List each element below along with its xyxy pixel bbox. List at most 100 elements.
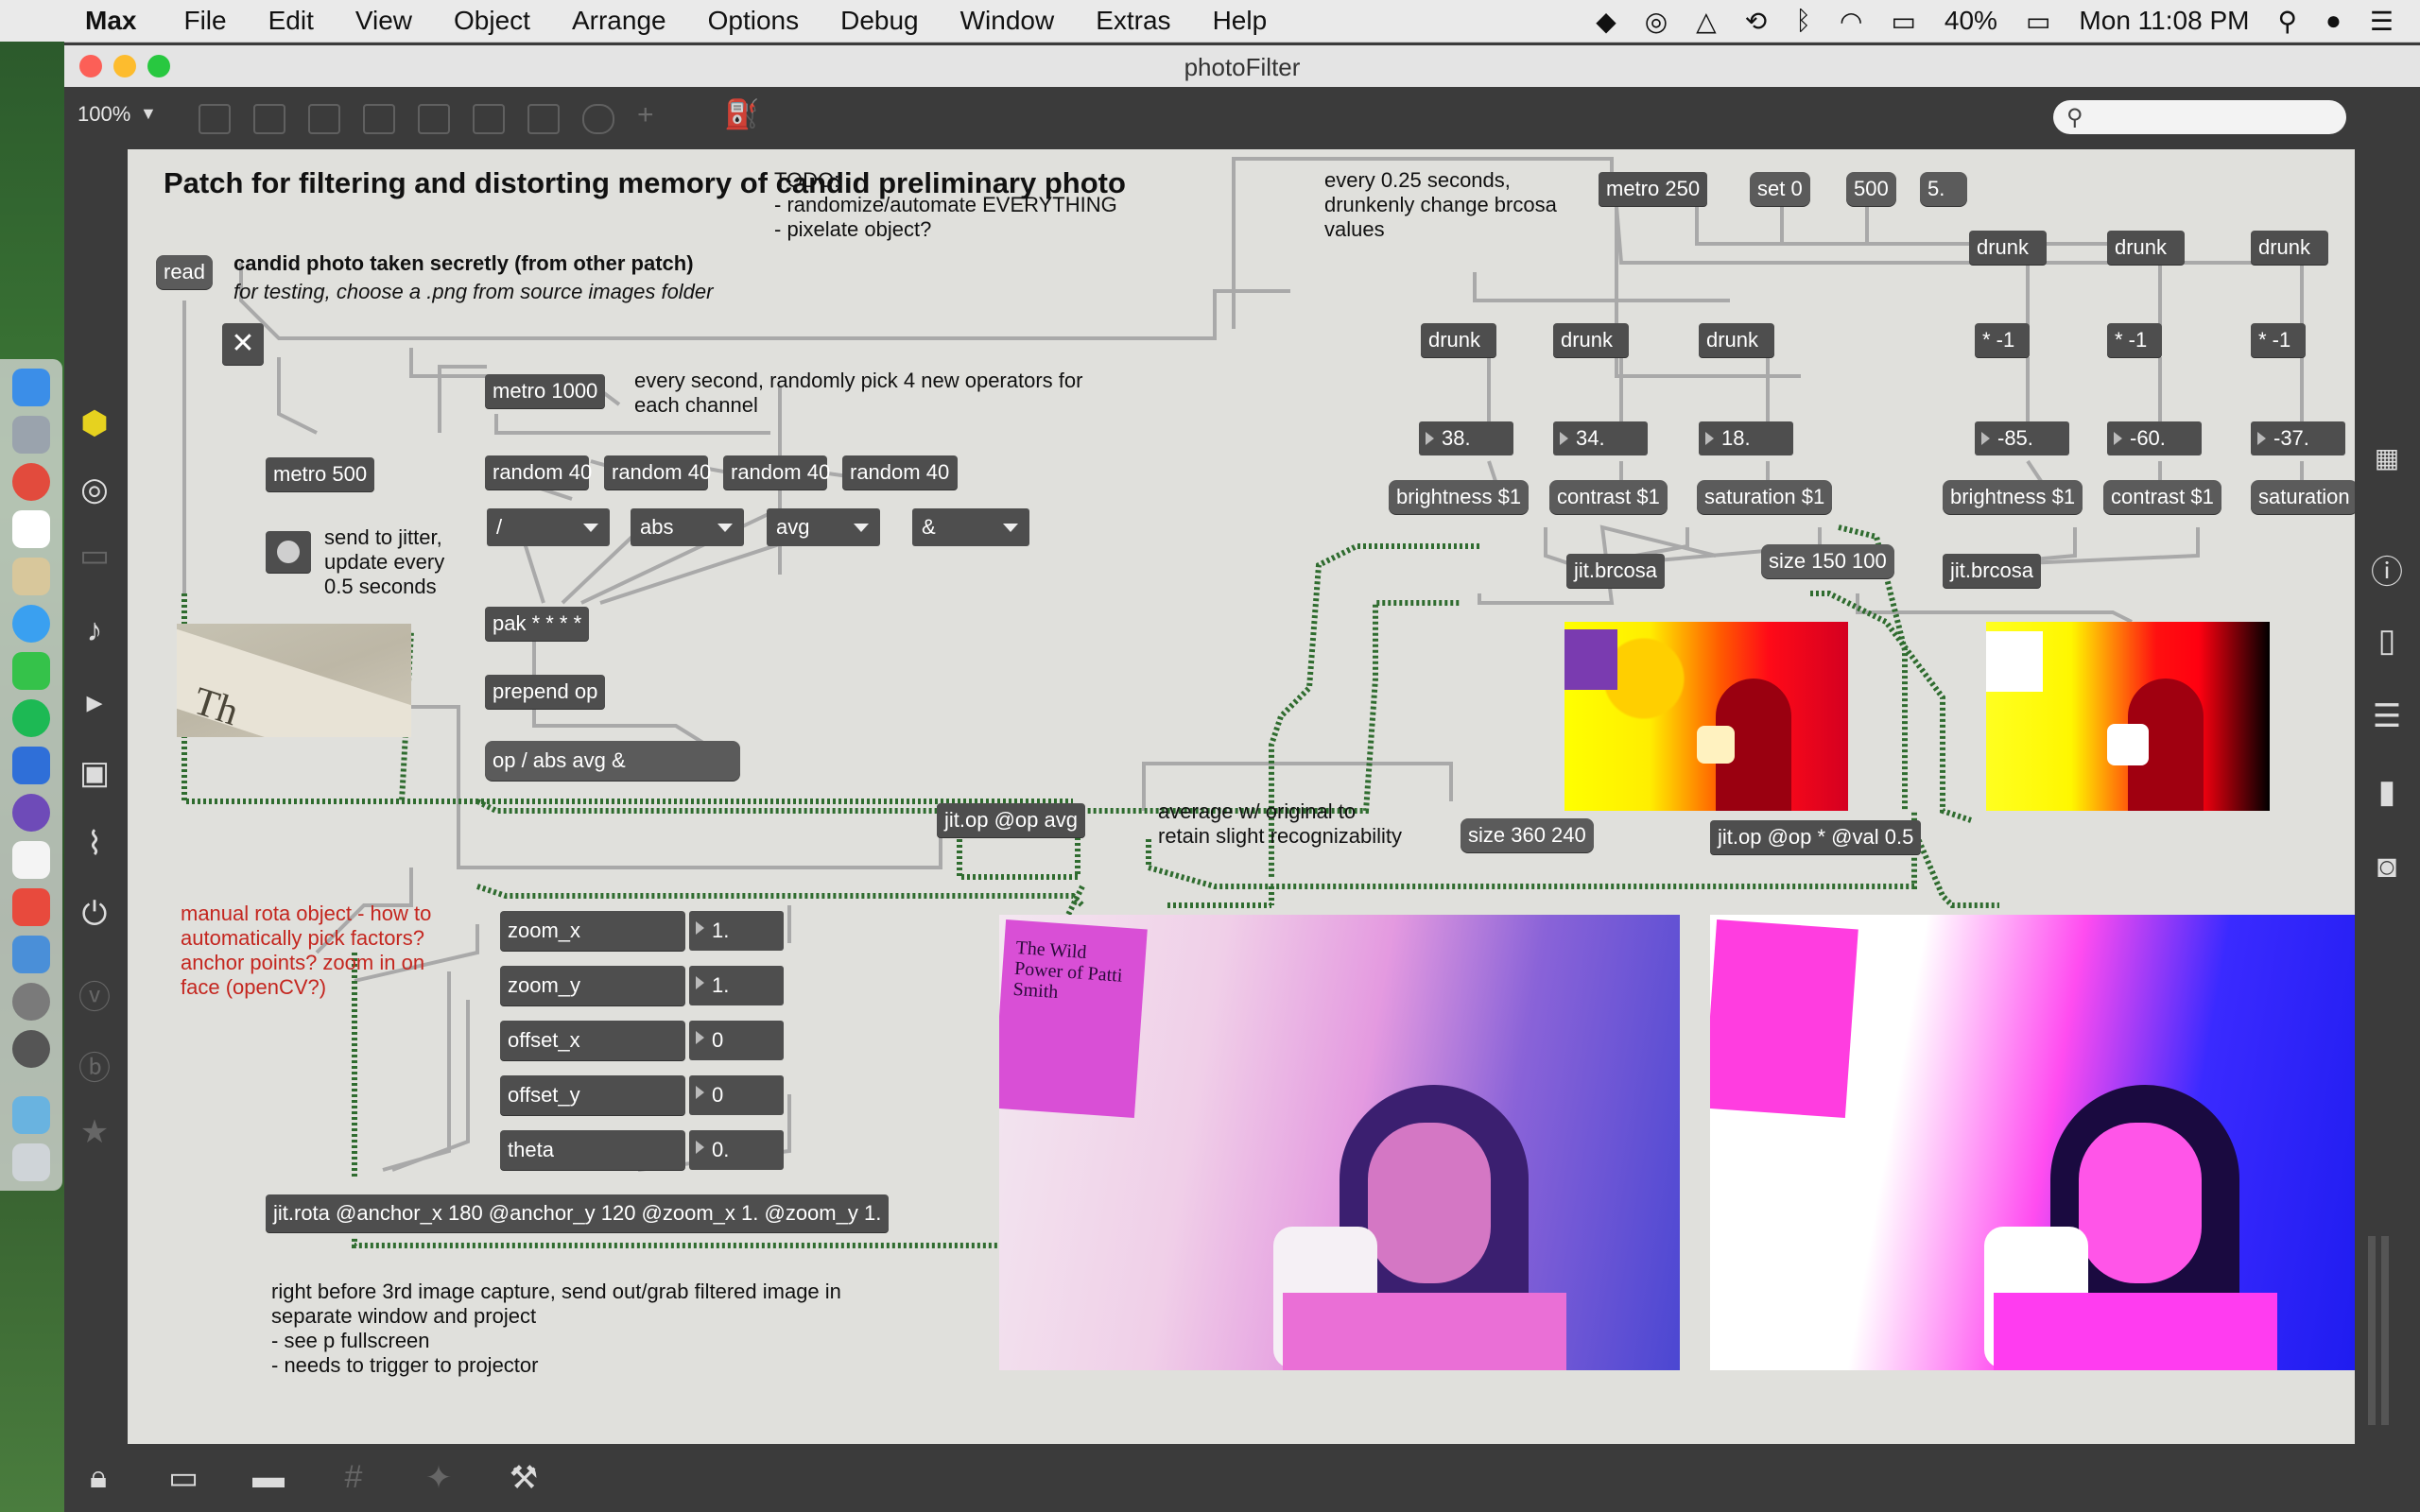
saturation-number-1[interactable]: 18. [1699, 421, 1793, 455]
jit-op-val[interactable]: jit.op @op * @val 0.5 [1710, 820, 1922, 854]
contrast-number-2[interactable]: -60. [2107, 421, 2202, 455]
theta-number[interactable]: 0. [689, 1130, 784, 1170]
info-icon[interactable]: ⓘ [2371, 555, 2403, 591]
operator-menu-1[interactable]: / [487, 508, 610, 546]
menu-window[interactable]: Window [959, 6, 1055, 35]
new-message-icon[interactable] [253, 104, 285, 134]
grid-icon[interactable]: ▦ [2374, 443, 2400, 472]
menu-arrange[interactable]: Arrange [571, 6, 666, 35]
camera-icon[interactable]: ◙ [2377, 849, 2397, 885]
cube-icon[interactable]: ⬢ [80, 405, 109, 441]
saturation-message-1[interactable]: saturation $1 [1697, 480, 1833, 514]
menu-file[interactable]: File [183, 6, 227, 35]
textedit-icon[interactable] [12, 841, 50, 879]
system-preferences-icon[interactable] [12, 983, 50, 1021]
media-icon[interactable]: ▸ [86, 684, 103, 720]
search-field[interactable]: ⚲ [2053, 100, 2346, 134]
presentation-icon[interactable]: ▭ [78, 538, 111, 574]
random-40-1[interactable]: random 40 [485, 455, 592, 490]
operator-menu-3[interactable]: avg [767, 508, 880, 546]
operator-menu-2[interactable]: abs [631, 508, 744, 546]
contrast-number-1[interactable]: 34. [1553, 421, 1648, 455]
size-150-100-message[interactable]: size 150 100 [1761, 544, 1894, 578]
v-icon[interactable]: ⓥ [78, 980, 111, 1016]
lock-icon[interactable]: 🔒︎ [89, 1459, 108, 1495]
messages-icon[interactable] [12, 605, 50, 643]
patcher-canvas[interactable]: Patch for filtering and distorting memor… [128, 149, 2355, 1444]
random-40-2[interactable]: random 40 [604, 455, 711, 490]
xcode-icon[interactable] [12, 747, 50, 784]
drunk-4[interactable]: drunk [1969, 231, 2047, 265]
image-icon[interactable]: ▣ [78, 755, 111, 791]
set-0-message[interactable]: set 0 [1750, 172, 1810, 206]
new-button-icon[interactable] [363, 104, 395, 134]
new-slider-icon[interactable] [527, 104, 560, 134]
max-icon[interactable] [12, 1030, 50, 1068]
size-360-240-message[interactable]: size 360 240 [1461, 818, 1594, 852]
500-message[interactable]: 500 [1846, 172, 1896, 206]
music-note-icon[interactable]: ♪ [86, 612, 103, 648]
offset-y-number[interactable]: 0 [689, 1075, 784, 1115]
list-icon[interactable]: ☰ [2372, 698, 2402, 734]
mult-neg1-2[interactable]: * -1 [2107, 323, 2162, 357]
drive-icon[interactable]: △ [1696, 6, 1717, 36]
plug-icon[interactable]: ⏻ [81, 896, 108, 932]
toggle[interactable] [266, 531, 311, 573]
jit-op-avg[interactable]: jit.op @op avg [937, 803, 1085, 837]
drunk-6[interactable]: drunk [2251, 231, 2328, 265]
zoom-window-button[interactable] [147, 55, 170, 77]
menu-view[interactable]: View [354, 6, 413, 35]
read-message[interactable]: read [156, 255, 214, 289]
5-message[interactable]: 5. [1920, 172, 1967, 206]
jit-brcosa-2[interactable]: jit.brcosa [1943, 554, 2042, 588]
new-toggle-icon[interactable] [418, 104, 450, 134]
random-40-3[interactable]: random 40 [723, 455, 830, 490]
new-dial-icon[interactable] [582, 104, 614, 134]
menu-extras[interactable]: Extras [1096, 6, 1171, 35]
menu-debug[interactable]: Debug [840, 6, 919, 35]
b-icon[interactable]: ⓑ [78, 1051, 111, 1087]
add-object-icon[interactable]: + [637, 99, 654, 130]
time-machine-icon[interactable]: ⟲ [1744, 6, 1768, 36]
snap-icon[interactable]: ✦ [424, 1460, 453, 1496]
app-store-icon[interactable] [12, 936, 50, 973]
close-window-button[interactable] [79, 55, 102, 77]
target-icon[interactable]: ◎ [80, 472, 109, 507]
new-comment-icon[interactable] [308, 104, 340, 134]
drunk-2[interactable]: drunk [1553, 323, 1629, 357]
star-icon[interactable]: ★ [79, 1114, 110, 1150]
random-40-4[interactable]: random 40 [842, 455, 958, 490]
preview-icon[interactable] [12, 558, 50, 595]
operator-menu-4[interactable]: & [912, 508, 1029, 546]
paperclip-icon[interactable]: ⌇ [86, 826, 103, 862]
brightness-message-1[interactable]: brightness $1 [1389, 480, 1530, 514]
spotlight-search-icon[interactable]: ⚲ [2277, 6, 2297, 36]
battery-percent[interactable]: 40% [1944, 6, 1997, 35]
wifi-icon[interactable]: ◠ [1840, 6, 1863, 36]
zoom-x-number[interactable]: 1. [689, 911, 784, 951]
metro-1000[interactable]: metro 1000 [485, 374, 606, 408]
mult-neg1-3[interactable]: * -1 [2251, 323, 2306, 357]
dropbox-icon[interactable]: ◆ [1596, 6, 1616, 36]
metro-250[interactable]: metro 250 [1599, 172, 1708, 206]
menu-object[interactable]: Object [454, 6, 530, 35]
book-icon[interactable]: ▯ [2377, 623, 2396, 659]
jit-rota-object[interactable]: jit.rota @anchor_x 180 @anchor_y 120 @zo… [266, 1194, 890, 1232]
notification-center-icon[interactable]: ☰ [2369, 6, 2394, 36]
presentation-mode-icon[interactable]: ▭ [167, 1460, 199, 1496]
finder-icon[interactable] [12, 369, 50, 406]
paint-bucket-icon[interactable]: ⛽ [724, 99, 760, 130]
clear-button[interactable]: ✕ [222, 323, 264, 365]
clock[interactable]: Mon 11:08 PM [2079, 6, 2250, 35]
sublime-icon[interactable] [12, 888, 50, 926]
brightness-number-2[interactable]: -85. [1975, 421, 2069, 455]
zoom-y-number[interactable]: 1. [689, 966, 784, 1005]
creative-cloud-icon[interactable]: ◎ [1644, 6, 1668, 36]
downloads-folder-icon[interactable] [12, 1096, 50, 1134]
offset-x-number[interactable]: 0 [689, 1021, 784, 1060]
menu-edit[interactable]: Edit [268, 6, 314, 35]
contrast-message-1[interactable]: contrast $1 [1549, 480, 1668, 514]
calendar-icon[interactable] [12, 510, 50, 548]
brightness-number-1[interactable]: 38. [1419, 421, 1513, 455]
spotify-icon[interactable] [12, 699, 50, 737]
